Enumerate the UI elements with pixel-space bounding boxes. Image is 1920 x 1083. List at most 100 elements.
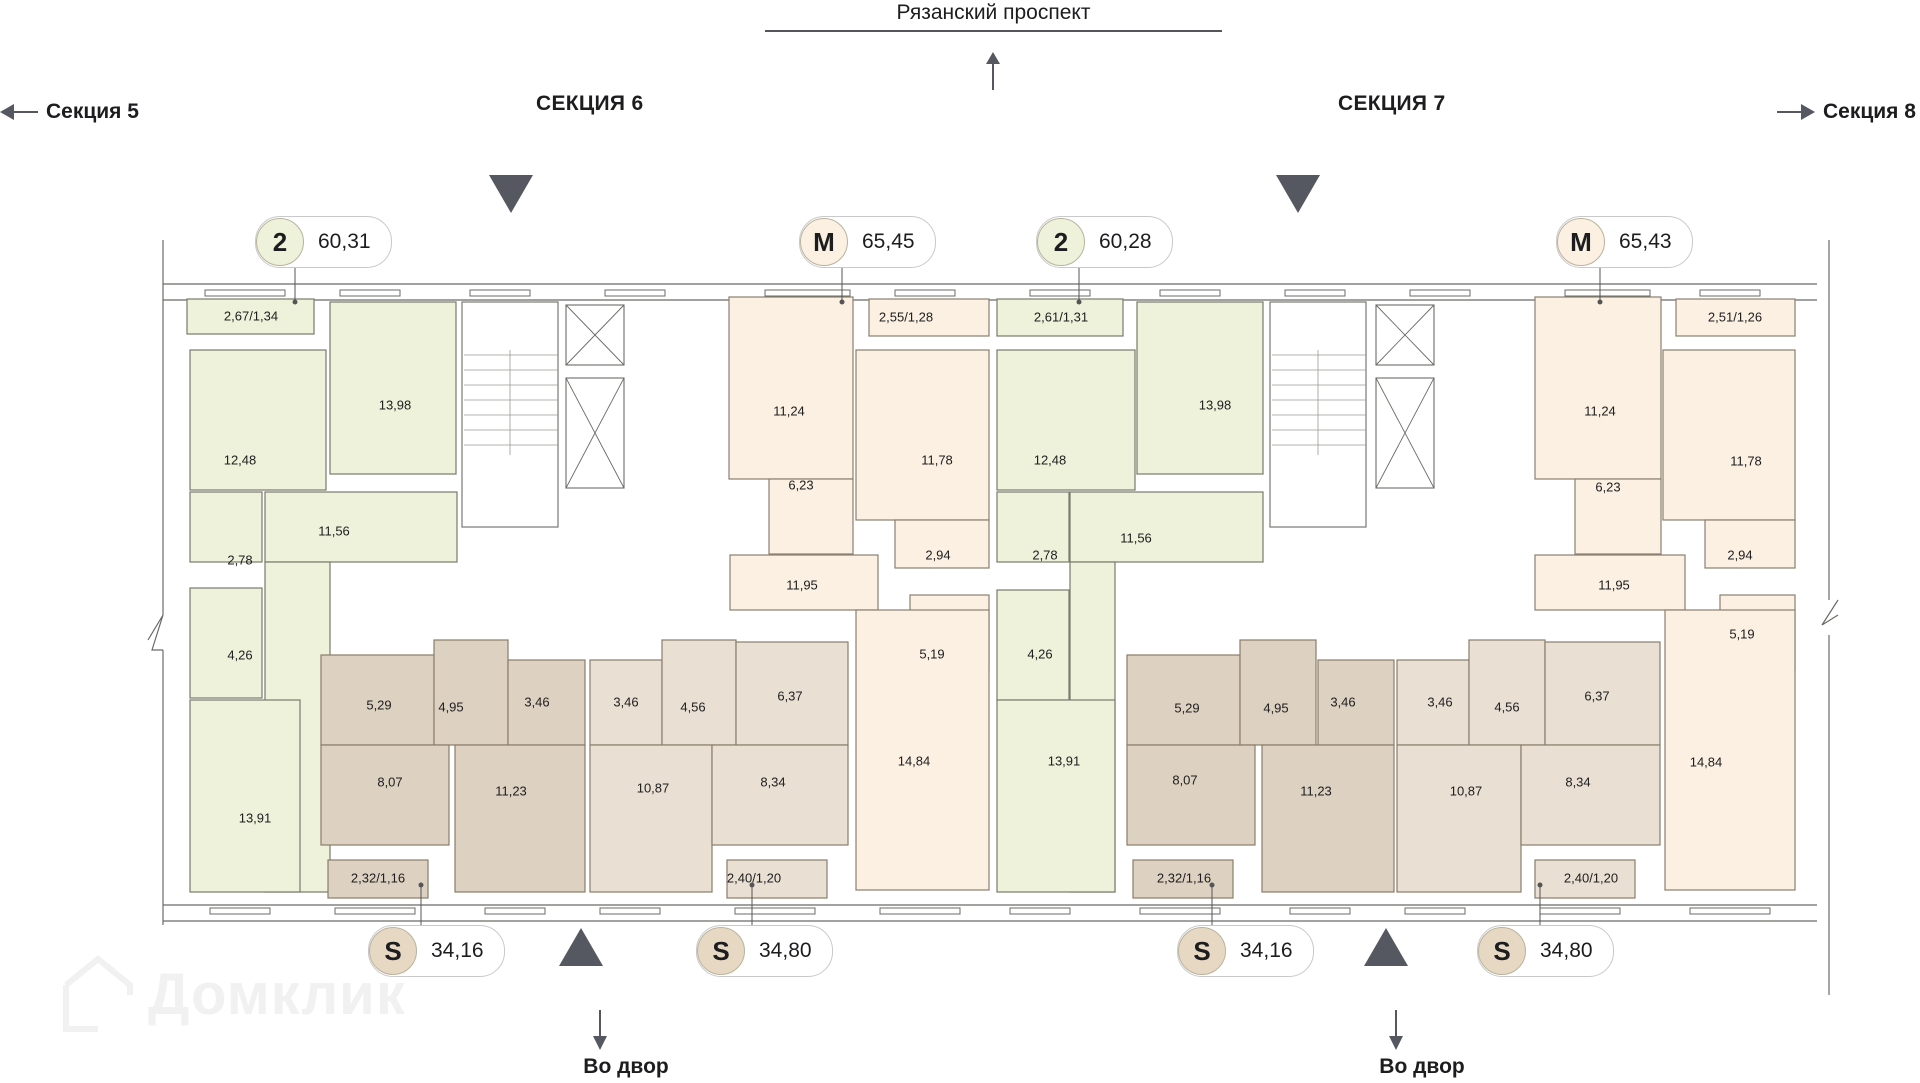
room-area: 11,56 [1120,530,1152,546]
section-7-courtyard-label: Во двор [1379,1055,1465,1078]
section-6-courtyard-label: Во двор [583,1055,669,1078]
room-area: 6,37 [1584,688,1610,704]
apartment-total-area: 34,16 [431,939,484,962]
apartment-badge-s6-2room[interactable]: 2 60,31 [255,216,392,268]
apartment-type: M [800,218,848,266]
apartment-badge-s6-s-left[interactable]: S 34,16 [368,925,505,977]
section-6-courtyard-marker-icon [559,928,603,966]
apartment-total-area: 34,16 [1240,939,1293,962]
room-area: 11,56 [318,523,350,539]
balcony-area: 2,40/1,20 [726,870,782,886]
apartment-type: M [1557,218,1605,266]
nav-next-label: Секция 8 [1823,100,1916,123]
arrow-right-icon [1777,104,1815,120]
apartment-badge-s7-s-left[interactable]: S 34,16 [1177,925,1314,977]
nav-prev-label: Секция 5 [46,100,139,123]
room-area: 2,94 [1727,547,1753,563]
apartment-total-area: 60,28 [1099,230,1152,253]
room-area: 11,23 [495,783,527,799]
section-7-courtyard-marker-icon [1364,928,1408,966]
room-area: 11,95 [1598,577,1630,593]
apartment-badge-s7-m[interactable]: M 65,43 [1556,216,1693,268]
room-area: 3,46 [1427,694,1453,710]
balcony-area: 2,61/1,31 [1033,309,1089,325]
balcony-area: 2,67/1,34 [223,308,279,324]
room-area: 5,19 [919,646,945,662]
apartment-type: S [697,927,745,975]
arrow-down-icon [1389,1010,1403,1050]
balcony-area: 2,32/1,16 [350,870,406,886]
room-area: 4,95 [1263,700,1289,716]
room-area: 14,84 [1689,754,1723,770]
room-area: 8,34 [1565,774,1591,790]
room-area: 4,56 [680,699,706,715]
room-area: 2,94 [925,547,951,563]
room-area: 8,07 [377,774,403,790]
room-area: 6,37 [777,688,803,704]
section-6-entry-marker-icon [489,175,533,213]
nav-next-section[interactable]: Секция 8 [1777,100,1916,124]
room-area: 5,29 [1174,700,1200,716]
room-area: 10,87 [1449,783,1483,799]
apartment-type: S [1178,927,1226,975]
room-area: 4,56 [1494,699,1520,715]
apartment-badge-s7-2room[interactable]: 2 60,28 [1036,216,1173,268]
room-area: 4,26 [227,647,253,663]
balcony-area: 2,32/1,16 [1156,870,1212,886]
apartment-type: 2 [1037,218,1085,266]
room-area: 11,24 [1584,403,1616,419]
room-area: 13,98 [1198,397,1232,413]
street-line [765,30,1222,32]
section-7-entry-marker-icon [1276,175,1320,213]
apartment-type: S [369,927,417,975]
room-area: 6,23 [1595,479,1621,495]
room-area: 2,78 [227,552,253,568]
room-area: 11,24 [773,403,805,419]
apartment-badge-s6-m[interactable]: M 65,45 [799,216,936,268]
room-area: 12,48 [1033,452,1067,468]
room-area: 3,46 [1330,694,1356,710]
room-area: 14,84 [897,753,931,769]
arrow-up-icon [986,52,1000,90]
apartment-total-area: 65,43 [1619,230,1672,253]
room-area: 4,26 [1027,646,1053,662]
nav-prev-section[interactable]: Секция 5 [0,100,139,124]
room-area: 11,78 [1730,453,1762,469]
arrow-down-icon [593,1010,607,1050]
room-area: 13,98 [378,397,412,413]
street-name: Рязанский проспект [896,1,1091,24]
room-area: 8,34 [760,774,786,790]
room-area: 2,78 [1032,547,1058,563]
room-area: 11,95 [786,577,818,593]
room-area: 12,48 [223,452,257,468]
apartment-total-area: 34,80 [1540,939,1593,962]
room-area: 3,46 [613,694,639,710]
apartment-badge-s7-s-right[interactable]: S 34,80 [1477,925,1614,977]
arrow-left-icon [0,104,38,120]
apartment-type: 2 [256,218,304,266]
balcony-area: 2,51/1,26 [1707,309,1763,325]
watermark-text: Домклик [148,961,406,1027]
balcony-area: 2,55/1,28 [878,309,934,325]
room-area: 8,07 [1172,772,1198,788]
section-6-title: СЕКЦИЯ 6 [536,92,644,115]
room-area: 3,46 [524,694,550,710]
room-area: 11,78 [921,452,953,468]
apartment-total-area: 65,45 [862,230,915,253]
room-area: 13,91 [1047,753,1081,769]
apartment-total-area: 60,31 [318,230,371,253]
room-area: 4,95 [438,699,464,715]
room-area: 5,29 [366,697,392,713]
room-area: 6,23 [788,477,814,493]
section-7-title: СЕКЦИЯ 7 [1338,92,1446,115]
apartment-total-area: 34,80 [759,939,812,962]
room-area: 5,19 [1729,626,1755,642]
room-area: 11,23 [1300,783,1332,799]
balcony-area: 2,40/1,20 [1563,870,1619,886]
watermark: Домклик [62,955,406,1033]
apartment-badge-s6-s-right[interactable]: S 34,80 [696,925,833,977]
room-area: 13,91 [238,810,272,826]
room-area: 10,87 [636,780,670,796]
apartment-type: S [1478,927,1526,975]
